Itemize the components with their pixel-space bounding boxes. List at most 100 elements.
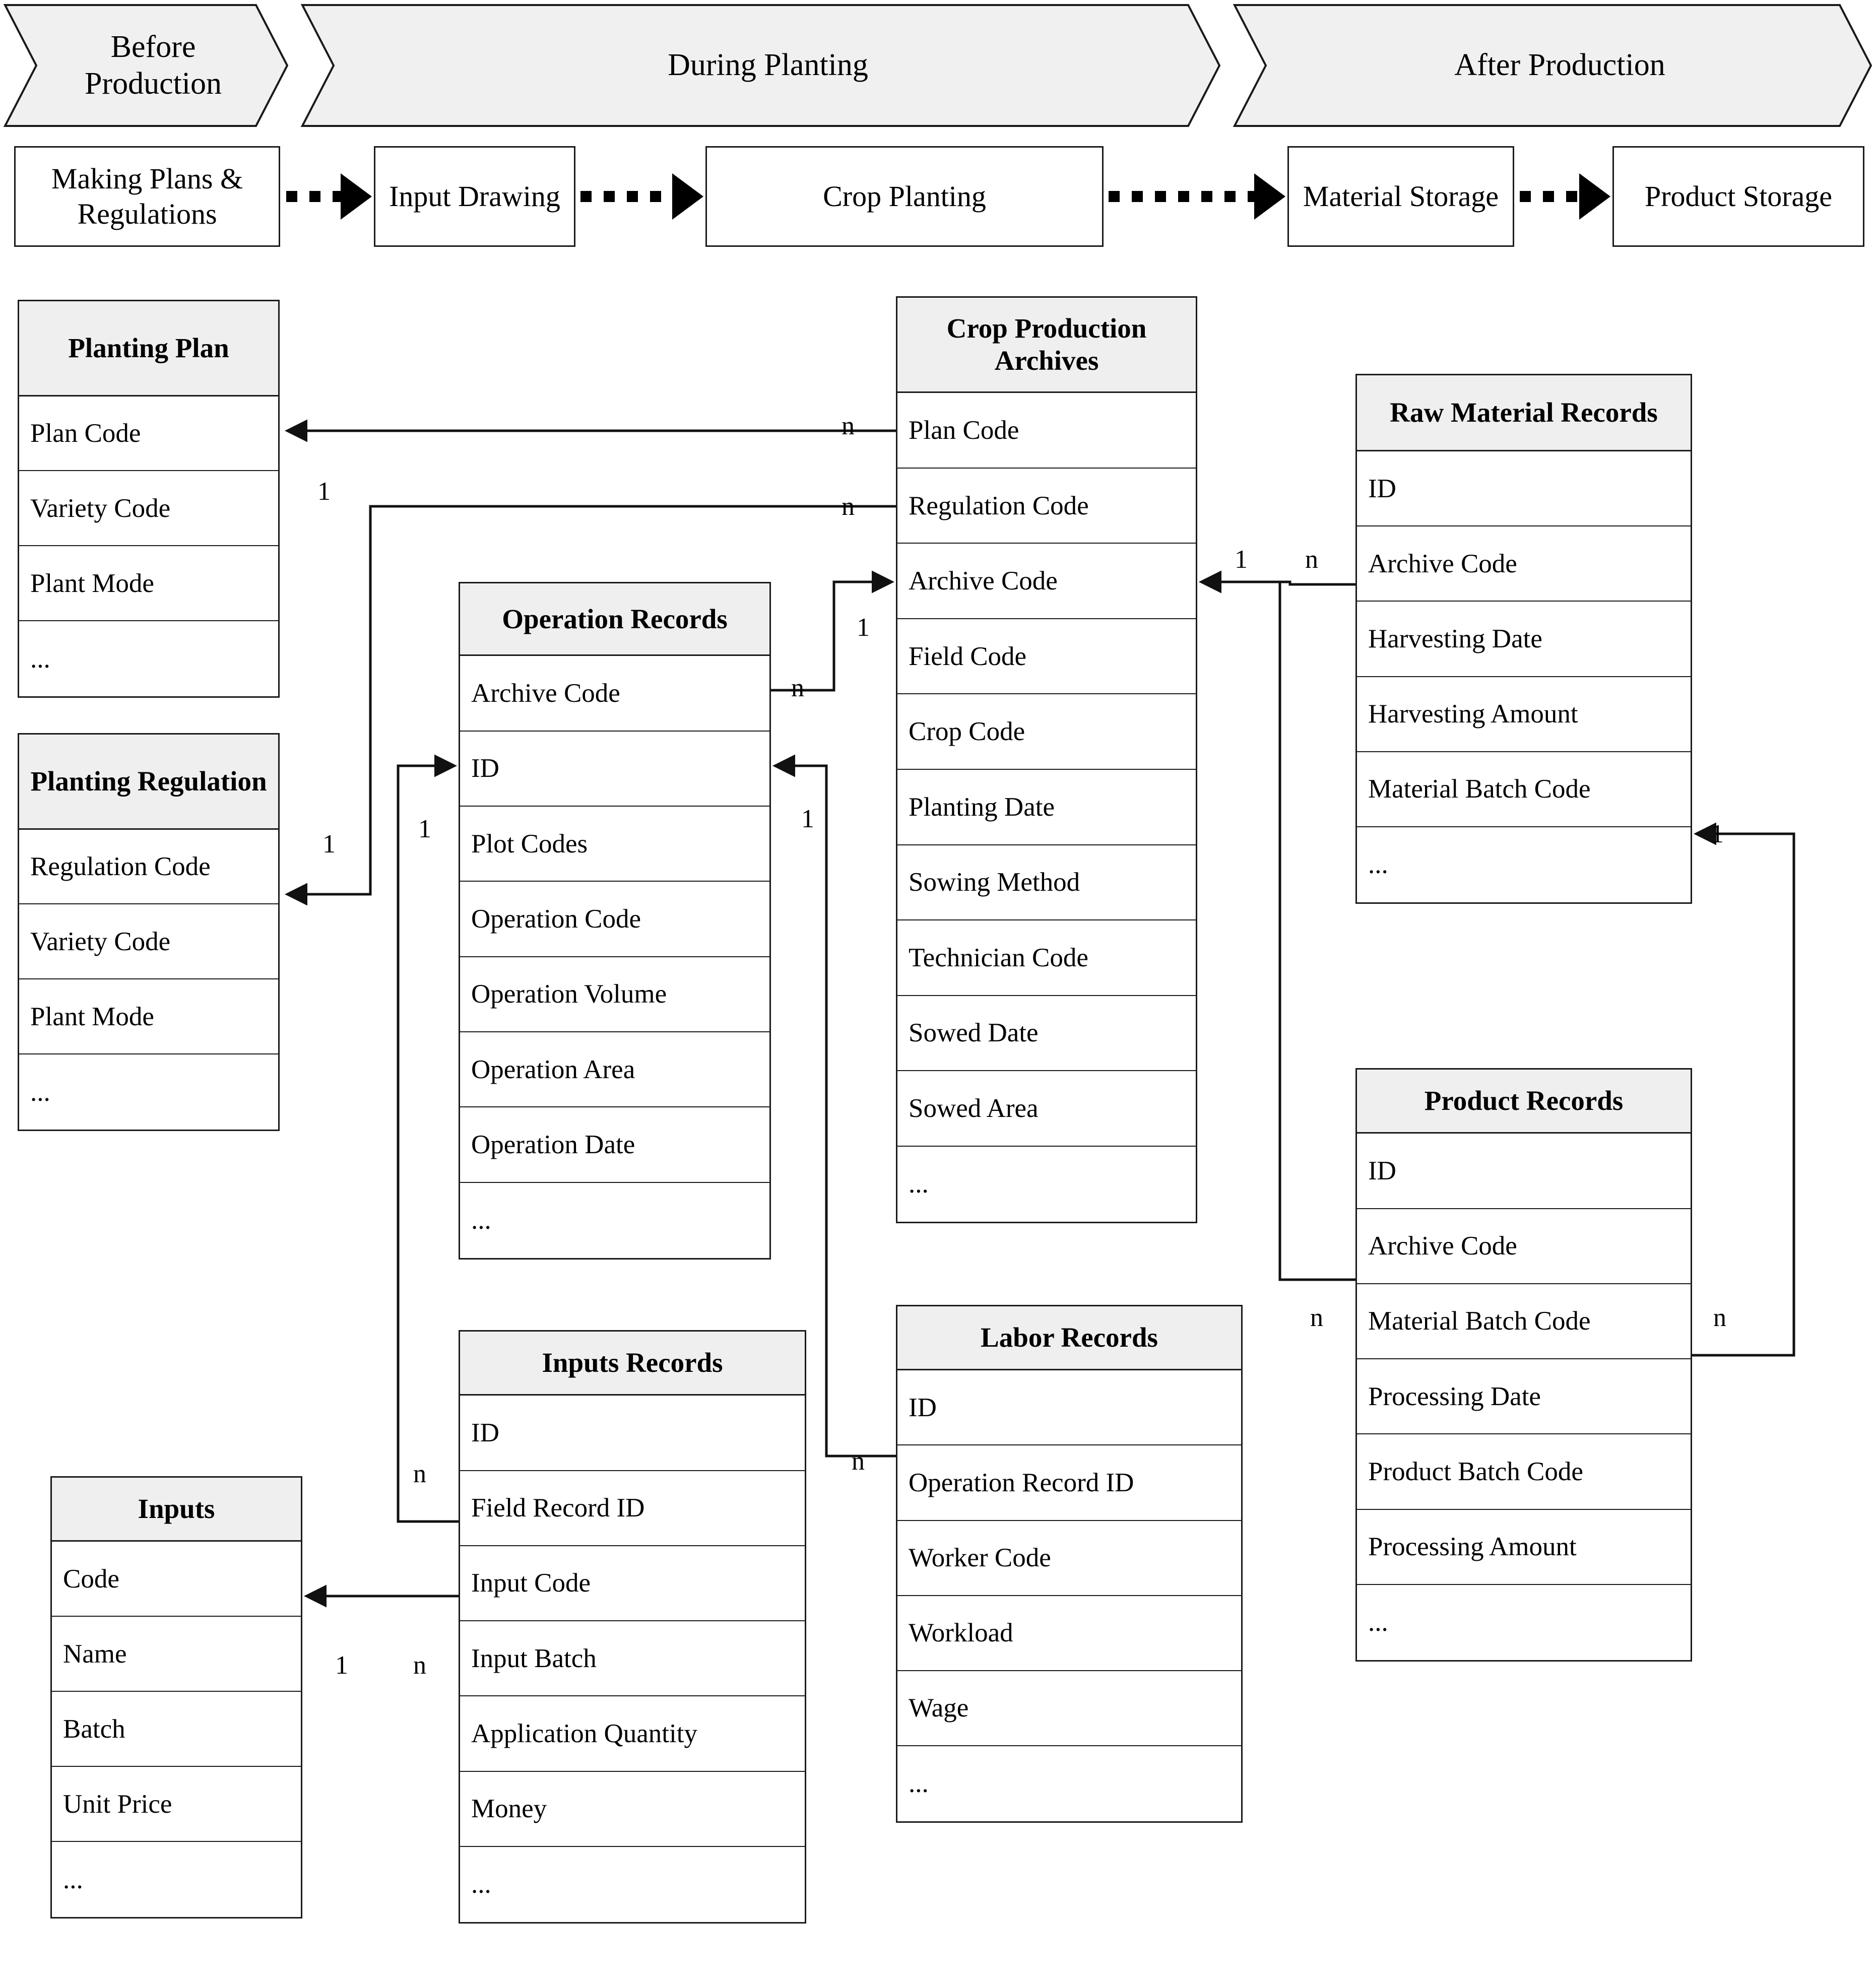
attribute-row[interactable]: Application Quantity xyxy=(460,1696,805,1772)
attribute-row[interactable]: Harvesting Amount xyxy=(1357,677,1691,752)
attribute-row[interactable]: Regulation Code xyxy=(897,468,1196,544)
cardinality-label: 1 xyxy=(1235,545,1248,574)
attribute-row[interactable]: Batch xyxy=(52,1692,301,1767)
cardinality-label: n xyxy=(1310,1303,1323,1332)
attribute-row[interactable]: ... xyxy=(52,1842,301,1917)
entity-title-product-records: Product Records xyxy=(1357,1070,1691,1134)
attribute-row[interactable]: Variety Code xyxy=(19,471,278,547)
attribute-row[interactable]: Material Batch Code xyxy=(1357,752,1691,827)
attribute-row[interactable]: Archive Code xyxy=(460,656,769,732)
attribute-row[interactable]: ... xyxy=(1357,827,1691,902)
attribute-row[interactable]: Code xyxy=(52,1542,301,1617)
attribute-row[interactable]: Crop Code xyxy=(897,694,1196,770)
entity-title-labor-records: Labor Records xyxy=(897,1306,1241,1371)
attribute-row[interactable]: Planting Date xyxy=(897,769,1196,845)
attribute-row[interactable]: Technician Code xyxy=(897,920,1196,996)
process-label: Input Drawing xyxy=(389,180,560,213)
attribute-row[interactable]: Workload xyxy=(897,1596,1241,1671)
attribute-row[interactable]: Plot Codes xyxy=(460,807,769,882)
attribute-row[interactable]: Plan Code xyxy=(19,396,278,472)
attribute-row[interactable]: Operation Record ID xyxy=(897,1445,1241,1521)
cardinality-label: 1 xyxy=(418,815,431,843)
flow-arrow-1 xyxy=(580,173,703,220)
attribute-row[interactable]: Unit Price xyxy=(52,1767,301,1842)
attribute-row[interactable]: Processing Date xyxy=(1357,1359,1691,1435)
attribute-row[interactable]: Material Batch Code xyxy=(1357,1284,1691,1360)
attribute-row[interactable]: Operation Area xyxy=(460,1032,769,1108)
cardinality-label: 1 xyxy=(857,613,870,642)
attribute-row[interactable]: ... xyxy=(460,1182,769,1258)
cardinality-label: n xyxy=(852,1447,865,1476)
process-label: Material Storage xyxy=(1303,180,1499,213)
attribute-row[interactable]: Name xyxy=(52,1617,301,1692)
attribute-row[interactable]: Plan Code xyxy=(897,393,1196,469)
entity-title-inputs: Inputs xyxy=(52,1478,301,1542)
cardinality-label: 1 xyxy=(317,477,331,506)
attribute-row[interactable]: Regulation Code xyxy=(19,829,278,905)
attribute-row[interactable]: Sowing Method xyxy=(897,845,1196,921)
entity-title-planting-regulation: Planting Regulation xyxy=(19,735,278,830)
cardinality-label: 1 xyxy=(1711,820,1724,848)
process-box-material-storage[interactable]: Material Storage xyxy=(1287,146,1514,247)
attribute-row[interactable]: ... xyxy=(19,1054,278,1130)
cardinality-label: n xyxy=(1305,545,1318,574)
attribute-row[interactable]: Worker Code xyxy=(897,1520,1241,1596)
attribute-row[interactable]: Archive Code xyxy=(1357,526,1691,602)
attribute-row[interactable]: Input Batch xyxy=(460,1621,805,1697)
attribute-row[interactable]: Operation Code xyxy=(460,882,769,957)
attribute-row[interactable]: Operation Date xyxy=(460,1107,769,1183)
attribute-row[interactable]: Variety Code xyxy=(19,904,278,980)
attribute-row[interactable]: ID xyxy=(1357,451,1691,527)
cardinality-label: n xyxy=(842,412,855,440)
attribute-row[interactable]: Processing Amount xyxy=(1357,1509,1691,1585)
flow-arrow-3 xyxy=(1520,173,1610,220)
attribute-row[interactable]: Field Code xyxy=(897,619,1196,695)
attribute-row[interactable]: Plant Mode xyxy=(19,546,278,622)
entity-title-planting-plan: Planting Plan xyxy=(19,301,278,396)
attribute-row[interactable]: Money xyxy=(460,1771,805,1847)
attribute-row[interactable]: ... xyxy=(897,1146,1196,1222)
attribute-row[interactable]: Archive Code xyxy=(1357,1209,1691,1284)
process-box-input-drawing[interactable]: Input Drawing xyxy=(374,146,575,247)
attribute-row[interactable]: Sowed Date xyxy=(897,996,1196,1072)
cardinality-label: n xyxy=(413,1651,426,1680)
cardinality-label: 1 xyxy=(322,830,336,858)
entity-title-raw-material-records: Raw Material Records xyxy=(1357,375,1691,452)
attribute-row[interactable]: ... xyxy=(1357,1584,1691,1661)
cardinality-label: 1 xyxy=(335,1651,348,1680)
attribute-row[interactable]: ... xyxy=(19,621,278,696)
attribute-row[interactable]: ID xyxy=(897,1370,1241,1446)
cardinality-label: n xyxy=(413,1460,426,1488)
attribute-row[interactable]: Sowed Area xyxy=(897,1071,1196,1147)
flow-arrow-2 xyxy=(1109,173,1285,220)
process-box-making-plans-regulations[interactable]: Making Plans & Regulations xyxy=(14,146,280,247)
attribute-row[interactable]: ID xyxy=(460,731,769,807)
entity-title-operation-records: Operation Records xyxy=(460,583,769,656)
attribute-row[interactable]: ... xyxy=(460,1846,805,1923)
attribute-row[interactable]: Plant Mode xyxy=(19,979,278,1055)
cardinality-label: 1 xyxy=(801,805,814,833)
attribute-row[interactable]: Archive Code xyxy=(897,544,1196,619)
attribute-row[interactable]: Input Code xyxy=(460,1546,805,1622)
cardinality-label: n xyxy=(1713,1303,1726,1332)
attribute-row[interactable]: ID xyxy=(1357,1134,1691,1209)
attribute-row[interactable]: ... xyxy=(897,1746,1241,1822)
attribute-row[interactable]: Operation Volume xyxy=(460,957,769,1033)
attribute-row[interactable]: Wage xyxy=(897,1671,1241,1746)
process-box-product-storage[interactable]: Product Storage xyxy=(1612,146,1864,247)
attribute-row[interactable]: ID xyxy=(460,1396,805,1471)
process-box-crop-planting[interactable]: Crop Planting xyxy=(705,146,1104,247)
attribute-row[interactable]: Product Batch Code xyxy=(1357,1434,1691,1510)
attribute-row[interactable]: Field Record ID xyxy=(460,1471,805,1546)
attribute-row[interactable]: Harvesting Date xyxy=(1357,602,1691,677)
